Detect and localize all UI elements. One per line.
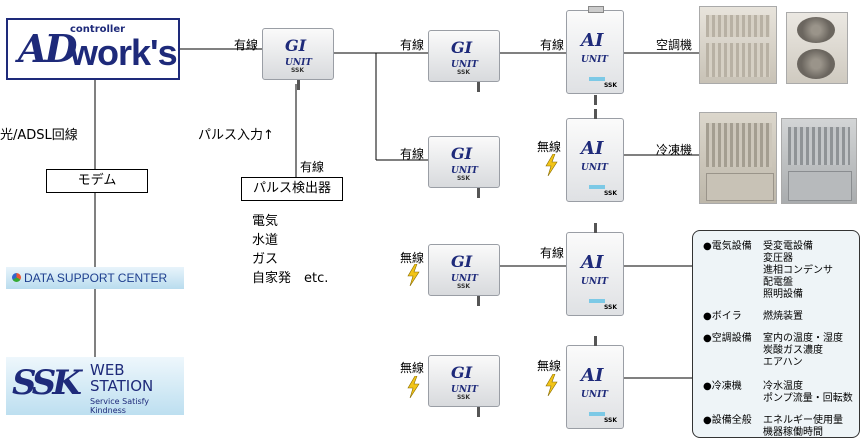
line-type-label: 光/ADSL回線 bbox=[0, 128, 78, 143]
aircon-outdoor-unit-image bbox=[699, 6, 777, 84]
station-text: STATION bbox=[90, 377, 154, 395]
web-station-banner: SSK WEB STATION Service Satisfy Kindness bbox=[6, 357, 184, 415]
panel-item: 機器稼働時間 bbox=[763, 427, 823, 438]
lightning-bolt-icon bbox=[407, 376, 420, 398]
source-water: 水道 bbox=[252, 233, 279, 248]
wired-label-pulse: 有線 bbox=[300, 160, 325, 174]
web-text: WEB bbox=[90, 361, 125, 379]
pulse-input-label: パルス入力↑ bbox=[198, 128, 274, 143]
logo-works-text: work's bbox=[70, 32, 178, 73]
panel-item: 受変電設備 bbox=[763, 241, 813, 252]
freezer-label: 冷凍機 bbox=[656, 143, 693, 157]
pulse-detector-box: パルス検出器 bbox=[241, 177, 343, 201]
monitored-equipment-panel: ●電気設備 受変電設備 変圧器 進相コンデンサ 配電盤 照明設備 ●ボイラ 燃焼… bbox=[692, 230, 860, 438]
aircon-label: 空調機 bbox=[656, 38, 693, 52]
category-general: ●設備全般 bbox=[703, 415, 752, 426]
modem-box: モデム bbox=[46, 169, 148, 193]
wireless-label-ai2: 無線 bbox=[537, 140, 562, 154]
panel-item: 冷水温度 bbox=[763, 381, 803, 392]
source-gas: ガス bbox=[252, 252, 279, 267]
source-generator: 自家発 etc. bbox=[252, 271, 329, 286]
freezer-chiller-image bbox=[781, 118, 857, 204]
panel-item: 燃焼装置 bbox=[763, 311, 803, 322]
lightning-bolt-icon bbox=[407, 264, 420, 286]
wired-label-main: 有線 bbox=[234, 38, 259, 52]
source-electricity: 電気 bbox=[252, 214, 279, 229]
data-support-center-text: DATA SUPPORT CENTER bbox=[24, 271, 168, 285]
ssk-logo: SSK bbox=[12, 363, 82, 403]
globe-icon bbox=[12, 273, 21, 282]
freezer-unit-image bbox=[699, 112, 777, 204]
panel-item: 照明設備 bbox=[763, 289, 803, 300]
panel-item: エネルギー使用量 bbox=[763, 415, 843, 426]
wired-label-ai1: 有線 bbox=[540, 38, 565, 52]
logo-controller-text: controller bbox=[70, 24, 126, 35]
wired-label-gi1: 有線 bbox=[400, 38, 425, 52]
wireless-label-ai4: 無線 bbox=[537, 359, 562, 373]
panel-item: 室内の温度・湿度 bbox=[763, 333, 843, 344]
category-boiler: ●ボイラ bbox=[703, 311, 742, 322]
panel-item: ポンプ流量・回転数 bbox=[763, 393, 853, 404]
panel-item: 進相コンデンサ bbox=[763, 265, 833, 276]
category-electrical: ●電気設備 bbox=[703, 241, 752, 252]
wireless-label-gi3: 無線 bbox=[400, 251, 425, 265]
category-hvac: ●空調設備 bbox=[703, 333, 752, 344]
data-support-center-banner: DATA SUPPORT CENTER bbox=[6, 267, 184, 289]
wireless-label-gi4: 無線 bbox=[400, 361, 425, 375]
lightning-bolt-icon bbox=[545, 374, 558, 396]
tagline-text: Service Satisfy Kindness bbox=[90, 397, 150, 415]
panel-item: 配電盤 bbox=[763, 277, 793, 288]
wired-label-ai3: 有線 bbox=[540, 246, 565, 260]
lightning-bolt-icon bbox=[545, 154, 558, 176]
panel-item: 変圧器 bbox=[763, 253, 793, 264]
logo-ad-text: AD bbox=[18, 26, 77, 71]
panel-item: 炭酸ガス濃度 bbox=[763, 345, 823, 356]
wired-label-gi2: 有線 bbox=[400, 147, 425, 161]
panel-item: エアハン bbox=[763, 357, 803, 368]
aircon-fan-unit-image bbox=[786, 12, 848, 84]
adworks-logo: AD controller work's bbox=[6, 18, 180, 80]
category-freezer: ●冷凍機 bbox=[703, 381, 742, 392]
